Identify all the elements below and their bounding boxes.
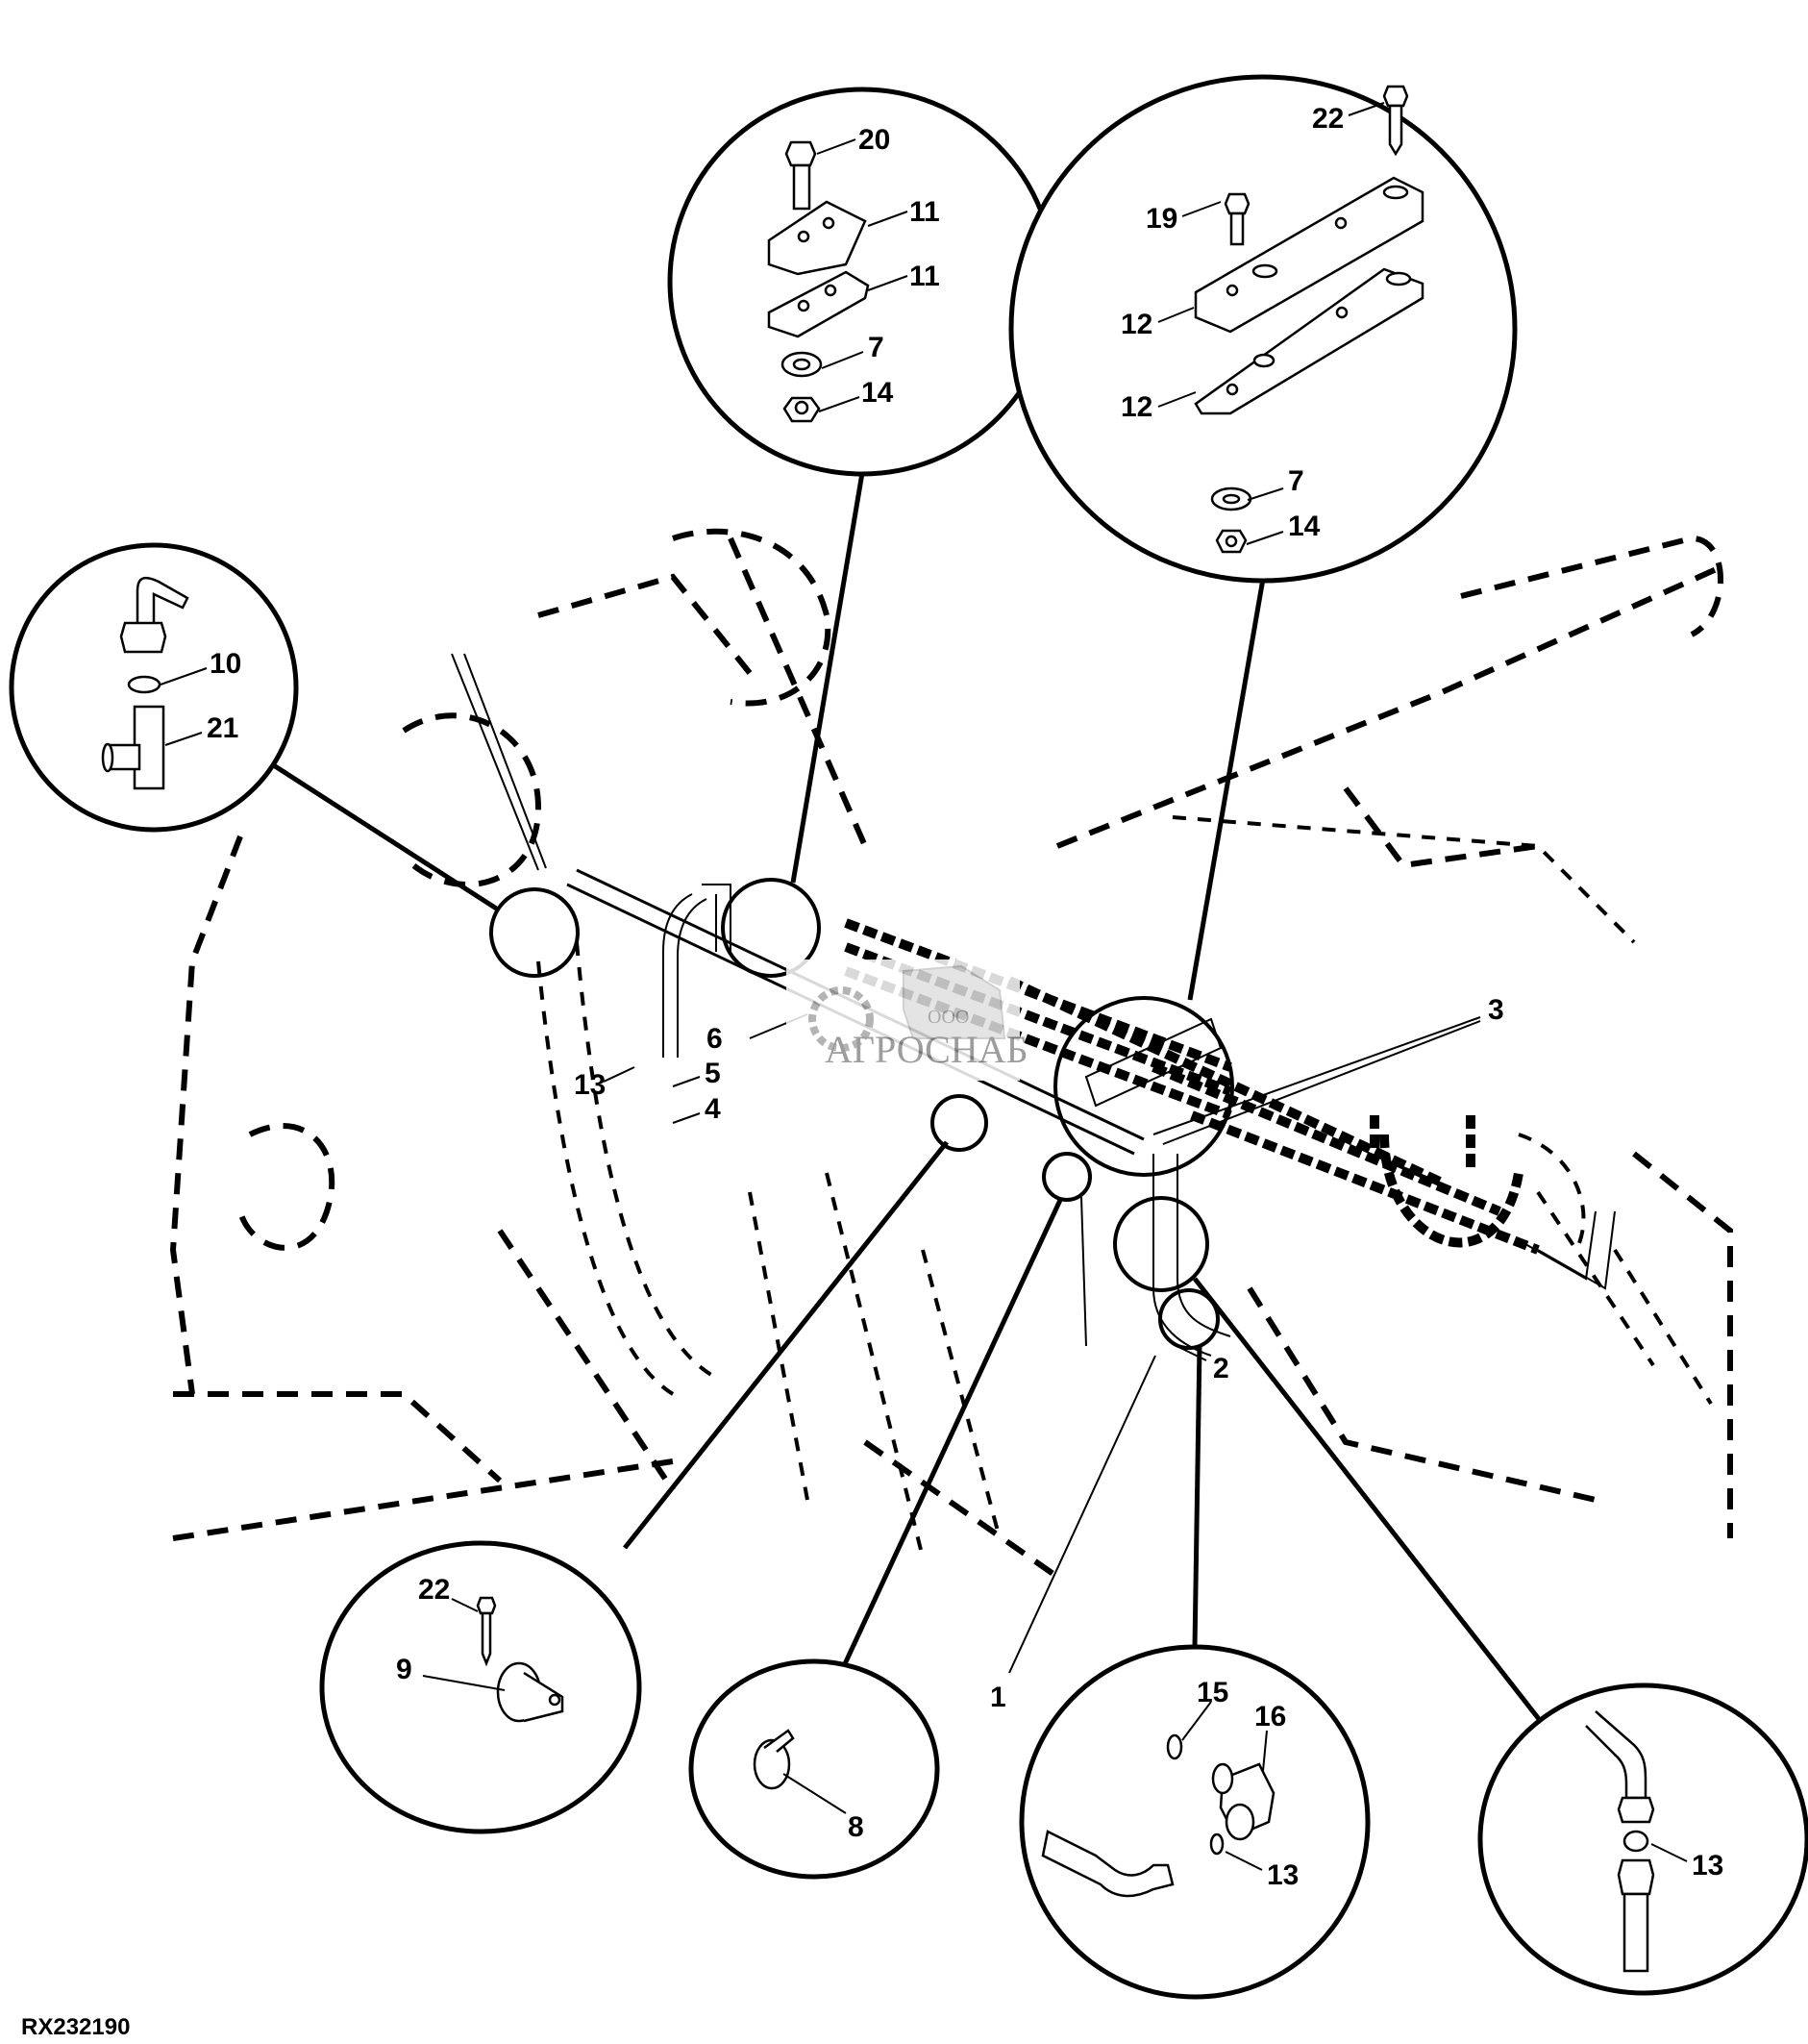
hose-elbow-icon [1041,1830,1175,1898]
callout-14-left: 14 [861,377,894,409]
o-ring-icon [1209,1832,1225,1856]
figure-reference-number: RX232190 [21,2014,130,2040]
o-ring-icon [1622,1830,1649,1853]
callout-8: 10 [210,648,241,680]
clamp-half-lower-icon [767,270,870,338]
clamp-bar-upper-icon [1194,176,1424,334]
p-clamp-detail: 22 9 [319,1540,642,1834]
p-clamp-icon [496,1661,564,1723]
washer-icon [780,351,823,378]
washer-icon [1210,486,1252,511]
clamp-double-detail: 20 11 11 7 14 [667,87,1057,477]
callout-7-left: 7 [868,332,884,363]
line-connection-detail: 13 [1477,1683,1808,1996]
swivel-fitting-icon [1617,1858,1655,1973]
gear-icon [808,986,874,1052]
machine-outline [169,528,1733,1580]
callout-12-lower: 12 [1121,391,1152,423]
clamp-half-upper-icon [767,200,867,276]
callout-15: 19 [1146,203,1177,235]
tube-nut-icon [1585,1710,1655,1824]
callout-11-lower: 11 [909,261,940,292]
o-ring-icon [1166,1733,1183,1760]
hose-clamp-icon [753,1729,795,1790]
callout-12-upper: 12 [1121,309,1152,340]
callout-9: 8 [848,1811,864,1843]
watermark-logo: ООО АГРОСНАБ [786,960,1028,1081]
callout-1: 1 [990,1682,1006,1713]
callout-4: 4 [705,1093,721,1125]
locator-circles [489,878,1234,1350]
watermark-prefix: ООО [928,1007,969,1028]
self-tapping-screw-icon [1382,85,1409,157]
callout-13-line: 13 [1692,1850,1723,1882]
detail-leaders [267,472,1541,1721]
callout-14-right: 14 [1288,511,1321,542]
callout-13-elbow: 13 [1267,1859,1299,1891]
clamp-bar-lower-icon [1194,267,1424,415]
callout-18: 15 [1197,1677,1228,1708]
callout-11-upper: 11 [909,196,940,228]
callout-16: 20 [858,124,890,156]
callout-13-main: 13 [574,1069,606,1101]
callout-17: 21 [207,712,238,744]
screw-icon [476,1596,497,1667]
elbow-nut-icon [119,576,189,654]
bolt-icon [1224,192,1251,246]
callout-19: 16 [1254,1701,1286,1732]
callout-20: 22 [418,1574,450,1606]
o-ring-icon [127,675,161,694]
tee-fitting-detail: 10 21 [9,542,299,833]
assembly-callouts: 6 13 5 4 2 1 3 [451,653,1504,1713]
nut-icon [1215,529,1248,554]
clamp-multi-detail: 22 19 12 12 7 14 [1008,74,1518,584]
combine-harvester-icon [903,964,1006,1039]
callout-6: 6 [706,1023,723,1055]
callout-21: 22 [1312,103,1344,135]
callout-7-right: 7 [1288,465,1304,497]
bolt-icon [784,140,817,211]
callout-3: 3 [1488,994,1504,1026]
nut-icon [782,396,821,423]
tee-fitting-icon [101,705,165,790]
callout-5: 5 [705,1058,721,1089]
callout-2: 2 [1213,1353,1229,1384]
hose-clamp-detail: 8 [688,1658,940,1880]
watermark-company: АГРОСНАБ [825,1028,1028,1071]
elbow-adapter-icon [1211,1762,1276,1841]
callout-10: 9 [396,1654,412,1685]
elbow-fitting-detail: 15 16 13 [1019,1644,1371,2000]
